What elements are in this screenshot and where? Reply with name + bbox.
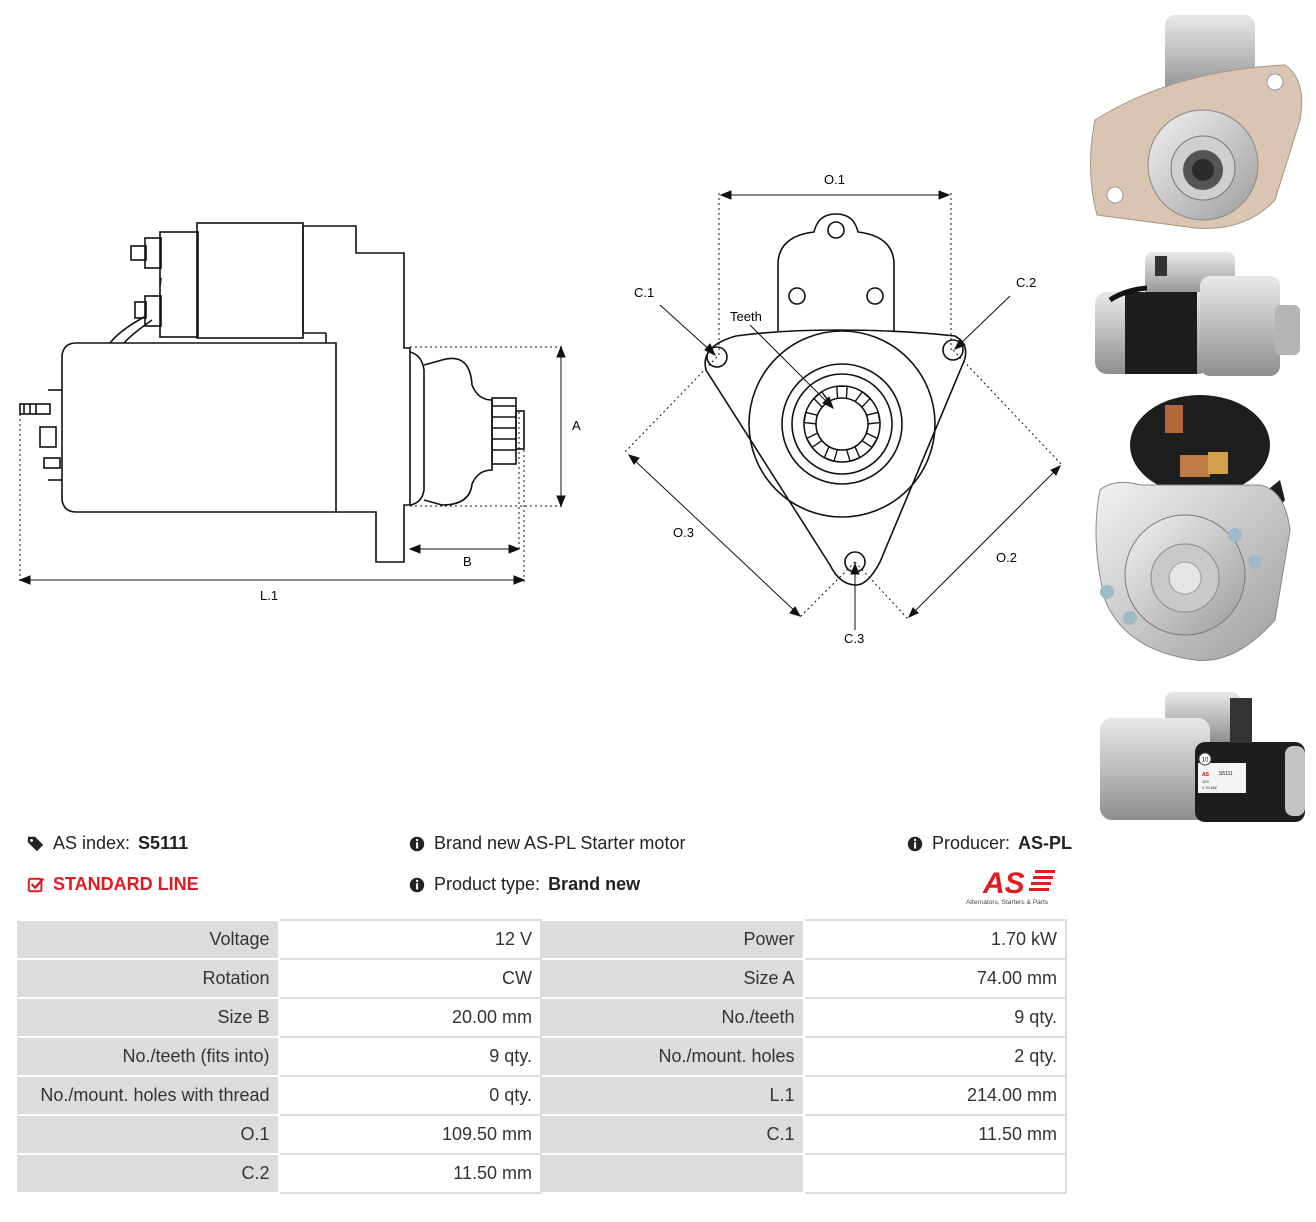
- as-pl-logo: AS Alternators, Starters & Parts: [966, 867, 1055, 906]
- spec-value: [802, 1153, 1068, 1194]
- spec-label: Power: [539, 919, 805, 960]
- label-O3: O.3: [673, 525, 694, 540]
- label-A: A: [572, 418, 581, 433]
- spec-value: 9 qty.: [277, 1036, 542, 1077]
- info-circle-icon: [907, 836, 923, 851]
- as-index: AS index: S5111: [27, 833, 188, 854]
- gear-tooth: [836, 385, 848, 399]
- gear-tooth: [854, 390, 872, 408]
- spec-value: 9 qty.: [802, 997, 1068, 1038]
- spec-row: No./teeth (fits into)9 qty.No./mount. ho…: [15, 1036, 1068, 1077]
- product-line-label: STANDARD LINE: [53, 874, 199, 894]
- photo-label-code: S5111: [1219, 771, 1233, 777]
- gear-tooth: [861, 432, 879, 449]
- label-C2: C.2: [1016, 275, 1036, 290]
- front-view: [704, 213, 967, 586]
- as-index-label: AS index:: [53, 833, 131, 853]
- label-C1: C.1: [634, 285, 654, 300]
- spec-label: Rotation: [15, 958, 280, 999]
- spec-label: [539, 1153, 805, 1194]
- spec-value: 0 qty.: [277, 1075, 542, 1116]
- info-circle-icon: [409, 877, 425, 892]
- photo-side: [1095, 252, 1300, 376]
- info-circle-icon: [409, 836, 425, 851]
- label-O2: O.2: [996, 550, 1017, 565]
- product-line: STANDARD LINE: [27, 874, 199, 895]
- spec-label: No./teeth (fits into): [15, 1036, 280, 1077]
- gear-tooth: [805, 432, 823, 449]
- photo-label-volt: 12V: [1202, 779, 1209, 784]
- label-teeth: Teeth: [730, 309, 762, 324]
- photo-rear: [1095, 395, 1291, 661]
- logo-mark: AS: [982, 867, 1025, 900]
- producer: Producer: AS-PL: [906, 833, 1072, 854]
- tags-icon: [27, 836, 44, 851]
- label-B: B: [463, 554, 472, 569]
- product-type-value: Brand new: [548, 874, 641, 894]
- spec-value: 214.00 mm: [802, 1075, 1068, 1116]
- producer-value: AS-PL: [1018, 833, 1073, 853]
- gear-tooth: [823, 446, 839, 463]
- photo-front: [1090, 15, 1303, 229]
- svg-text:AS: AS: [1202, 772, 1210, 778]
- gear-tooth: [866, 411, 881, 425]
- photo-label-side: 10 AS S5111 12V 1.70 kW: [1100, 692, 1305, 822]
- spec-label: No./mount. holes with thread: [15, 1075, 280, 1116]
- description: Brand new AS-PL Starter motor: [408, 833, 685, 854]
- spec-value: 2 qty.: [802, 1036, 1068, 1077]
- product-photos: 10 AS S5111 12V 1.70 kW: [1090, 15, 1305, 822]
- description-text: Brand new AS-PL Starter motor: [434, 833, 686, 853]
- gear-tooth: [803, 411, 818, 425]
- product-type: Product type: Brand new: [408, 874, 640, 895]
- spec-label: No./mount. holes: [539, 1036, 805, 1077]
- spec-value: 20.00 mm: [277, 997, 542, 1038]
- product-type-label: Product type:: [434, 874, 541, 894]
- check-square-icon: [27, 877, 45, 892]
- spec-label: Size B: [15, 997, 280, 1038]
- spec-value: CW: [277, 958, 542, 999]
- spec-value: 11.50 mm: [802, 1114, 1068, 1155]
- label-C3: C.3: [844, 631, 864, 646]
- spec-label: No./teeth: [539, 997, 805, 1038]
- spec-value: 1.70 kW: [802, 919, 1068, 960]
- spec-value: 11.50 mm: [277, 1153, 542, 1194]
- spec-value: 74.00 mm: [802, 958, 1068, 999]
- label-L1: L.1: [260, 588, 278, 603]
- side-view: [19, 222, 525, 563]
- spec-label: Voltage: [15, 919, 280, 960]
- spec-label: O.1: [15, 1114, 280, 1155]
- gear-tooth: [812, 390, 830, 408]
- spec-label: L.1: [539, 1075, 805, 1116]
- spec-value: 12 V: [277, 919, 542, 960]
- technical-drawing: A B L.1 O.1 O.3 O.2 C.1 C.2 C.3: [18, 172, 1063, 646]
- spec-label: C.2: [15, 1153, 280, 1194]
- spec-label: Size A: [539, 958, 805, 999]
- gear-tooth: [845, 446, 861, 463]
- photo-label-power: 1.70 kW: [1202, 785, 1217, 790]
- label-O1: O.1: [824, 172, 845, 187]
- spec-label: C.1: [539, 1114, 805, 1155]
- producer-label: Producer:: [932, 833, 1011, 853]
- photo-label-badge: 10: [1202, 758, 1209, 764]
- spec-value: 109.50 mm: [277, 1114, 542, 1155]
- logo-tagline: Alternators, Starters & Parts: [966, 899, 1049, 906]
- as-index-value: S5111: [138, 833, 189, 853]
